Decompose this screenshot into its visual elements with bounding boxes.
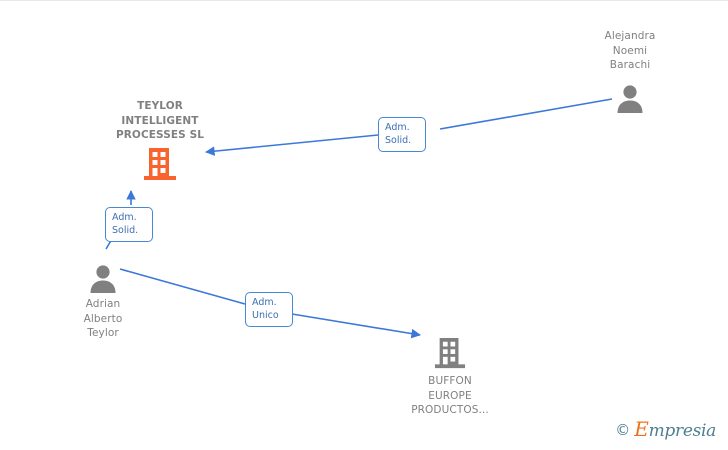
building-icon[interactable] [434, 337, 466, 371]
empresia-watermark: © Empresia [615, 419, 717, 441]
empresia-logo-text: Empresia [634, 419, 717, 441]
edge-line-adrian-buffon [119, 268, 421, 339]
building-icon[interactable] [143, 147, 177, 183]
node-company-teylor[interactable]: TEYLOR INTELLIGENT PROCESSES SL [100, 99, 220, 183]
node-company-buffon[interactable]: BUFFON EUROPE PRODUCTOS... [390, 331, 510, 418]
edge-label-adm-solid-alejandra[interactable]: Adm. Solid. [378, 117, 426, 152]
person-icon-wrap [43, 253, 163, 293]
empresia-logo-initial: E [634, 417, 649, 441]
node-label-adrian: Adrian Alberto Teylor [83, 298, 123, 339]
empresia-logo-rest: mpresia [648, 421, 717, 441]
node-label-buffon: BUFFON EUROPE PRODUCTOS... [411, 375, 489, 416]
edge-label-adm-unico-buffon[interactable]: Adm. Unico [245, 292, 293, 327]
node-label-teylor: TEYLOR INTELLIGENT PROCESSES SL [115, 100, 205, 141]
person-icon-wrap [570, 73, 690, 113]
building-icon-wrap [100, 143, 220, 183]
node-person-alejandra[interactable]: Alejandra Noemi Barachi [570, 29, 690, 113]
edge-label-adm-solid-adrian[interactable]: Adm. Solid. [105, 207, 153, 242]
person-icon[interactable] [88, 263, 118, 293]
building-icon-wrap [390, 331, 510, 371]
node-label-alejandra: Alejandra Noemi Barachi [604, 30, 656, 71]
copyright-symbol: © [615, 421, 631, 439]
edge-line-alejandra-teylor [205, 98, 613, 156]
node-person-adrian[interactable]: Adrian Alberto Teylor [43, 253, 163, 341]
person-icon[interactable] [615, 83, 645, 113]
